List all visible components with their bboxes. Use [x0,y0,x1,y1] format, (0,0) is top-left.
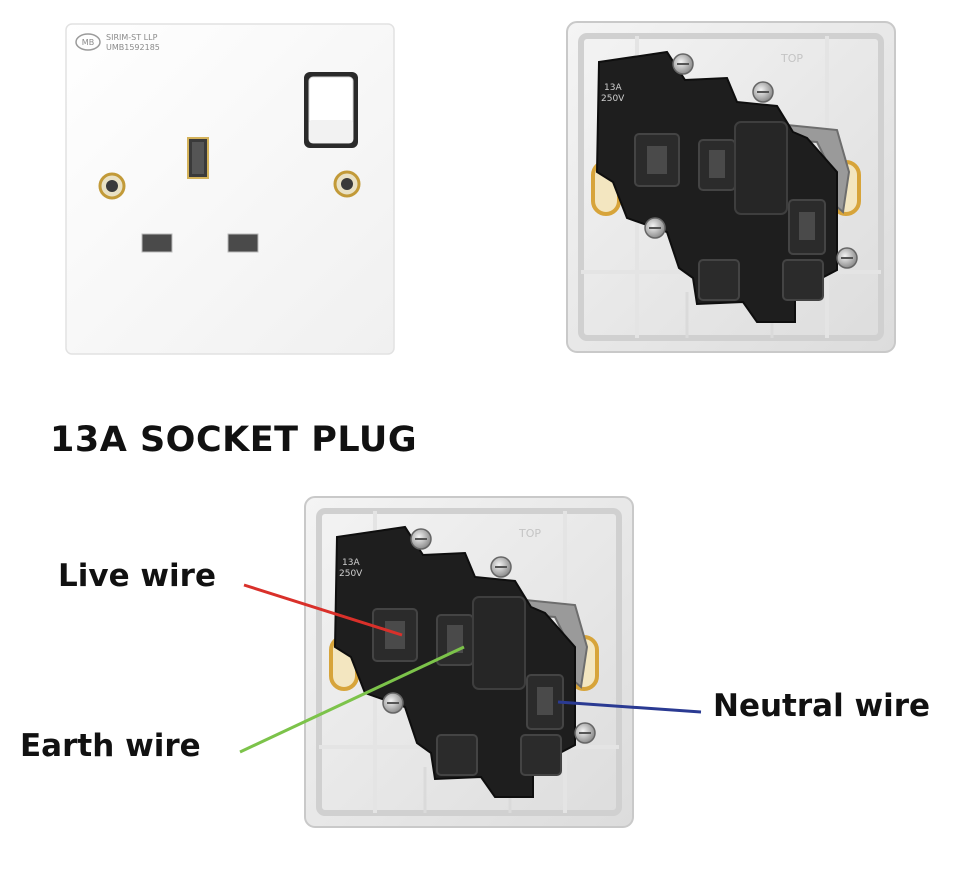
top-mark: TOP [780,52,803,65]
plate-brand-line1: SIRIM-ST LLP [106,33,158,42]
live-pin-slot [141,233,173,253]
earth-wire-label: Earth wire [20,728,201,764]
socket-back-plate-top: 13A 250V TOP [567,22,895,352]
brand-logo-text: MB [82,38,94,47]
plate-brand-line2: UMB1592185 [106,43,160,52]
neutral-wire-label: Neutral wire [713,688,931,724]
rating-line1-b: 13A [342,558,360,568]
neutral-wire-pointer [557,700,702,714]
diagram-title: 13A SOCKET PLUG [50,420,418,460]
live-wire-pointer [243,583,403,637]
rating-line1: 13A [604,83,622,93]
socket-front-plate: MB SIRIM-ST LLP UMB1592185 [65,23,395,355]
socket-back-plate-labelled: 13A 250V TOP [305,497,633,827]
rating-line2-b: 250V [339,569,363,579]
live-wire-label: Live wire [58,558,216,594]
earth-wire-pointer [239,645,465,754]
neutral-pin-slot [227,233,259,253]
brand-logo [75,33,101,51]
top-mark-b: TOP [518,527,541,540]
rating-line2: 250V [601,94,625,104]
power-switch [304,72,358,148]
